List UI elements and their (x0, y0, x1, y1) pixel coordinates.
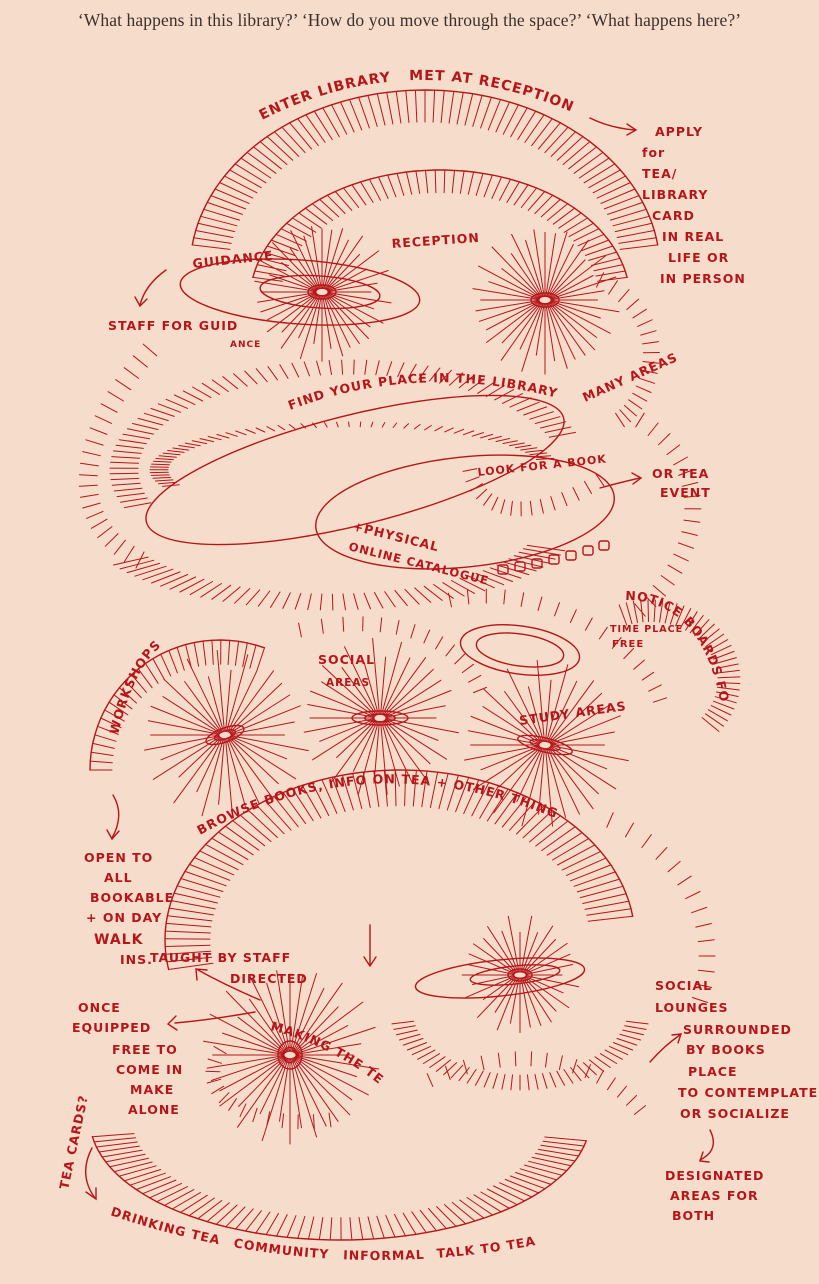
social-lounges-note: SOCIAL LOUNGES SURROUNDED BY BOOKS PLACE… (655, 978, 818, 1121)
svg-text:LIFE OR: LIFE OR (668, 250, 729, 265)
svg-text:SOCIAL: SOCIAL (655, 978, 712, 993)
browse-right-dashes (607, 813, 715, 1003)
lounge-eye (462, 916, 579, 1032)
label-reception: RECEPTION (391, 230, 480, 251)
label-time-place-free: FREE (612, 639, 644, 650)
label-directed: DIRECTED (230, 971, 308, 986)
svg-text:BOTH: BOTH (672, 1208, 715, 1223)
right-loop-dashes (635, 413, 701, 616)
label-taught-by-staff: TAUGHT BY STAFF (150, 950, 291, 965)
label-guidance: GUIDANCE (192, 248, 274, 271)
svg-text:IN REAL: IN REAL (662, 229, 724, 244)
svg-text:FREE TO: FREE TO (112, 1042, 178, 1057)
svg-text:PLACE: PLACE (688, 1064, 738, 1079)
svg-text:+ ON DAY: + ON DAY (86, 910, 162, 925)
label-social-areas: AREAS (326, 677, 370, 689)
bottom-left-dashes (206, 1046, 331, 1128)
svg-text:APPLY: APPLY (655, 124, 703, 139)
label-find-your-place: FIND YOUR PLACE IN THE LIBRARY (286, 370, 560, 413)
svg-text:CARD: CARD (652, 208, 695, 223)
svg-text:BY BOOKS: BY BOOKS (686, 1042, 766, 1057)
label-study-areas: STUDY AREAS (518, 698, 627, 728)
label-time-place: TIME PLACE (610, 624, 683, 635)
label-staff-guidance: STAFF FOR GUID (108, 318, 238, 333)
catalogue-under-hatch (114, 545, 565, 610)
browse-books-arc (165, 770, 633, 970)
left-loop-dashes (79, 344, 157, 568)
svg-text:OR SOCIALIZE: OR SOCIALIZE (680, 1106, 790, 1121)
right-dashes-top (596, 273, 659, 427)
label-staff-guidance-ance: ANCE (230, 340, 261, 350)
svg-text:SURROUNDED: SURROUNDED (683, 1022, 792, 1037)
label-browse-books: BROWSE BOOKS, INFO ON TEA + OTHER THINGS (0, 0, 560, 838)
label-or-tea: OR TEA (652, 466, 709, 481)
designated-areas-note: DESIGNATED AREAS FOR BOTH (665, 1168, 764, 1223)
svg-text:TO CONTEMPLATE: TO CONTEMPLATE (678, 1085, 818, 1100)
svg-text:WALK: WALK (94, 932, 144, 948)
svg-text:ALONE: ALONE (128, 1102, 180, 1117)
svg-text:LIBRARY: LIBRARY (642, 187, 708, 202)
label-many-areas: MANY AREAS (580, 349, 680, 404)
svg-text:TEA/: TEA/ (642, 166, 677, 181)
apply-card-note: APPLY for TEA/ LIBRARY CARD IN REAL LIFE… (642, 124, 746, 286)
svg-text:ONCE: ONCE (78, 1000, 121, 1015)
svg-text:for: for (642, 145, 665, 160)
arrow-tea-cards (86, 1148, 95, 1198)
svg-text:ALL: ALL (104, 870, 133, 885)
svg-text:COME IN: COME IN (116, 1062, 183, 1077)
svg-text:AREAS FOR: AREAS FOR (670, 1188, 759, 1203)
svg-text:OPEN TO: OPEN TO (84, 850, 153, 865)
arrow-to-staff (140, 270, 166, 305)
svg-text:DESIGNATED: DESIGNATED (665, 1168, 764, 1183)
arrow-to-surrounded (650, 1035, 680, 1062)
svg-text:INS.: INS. (120, 952, 153, 967)
svg-text:LOUNGES: LOUNGES (655, 1000, 729, 1015)
catalogue-boxes (498, 541, 609, 574)
label-social: SOCIAL (318, 652, 375, 667)
label-workshops: WORKSHOPS (106, 637, 163, 736)
guidance-eye (255, 227, 391, 362)
label-event: EVENT (660, 485, 711, 500)
svg-text:EQUIPPED: EQUIPPED (72, 1020, 151, 1035)
svg-text:IN PERSON: IN PERSON (660, 271, 746, 286)
svg-text:BOOKABLE: BOOKABLE (90, 890, 174, 905)
svg-text:MAKE: MAKE (130, 1082, 174, 1097)
